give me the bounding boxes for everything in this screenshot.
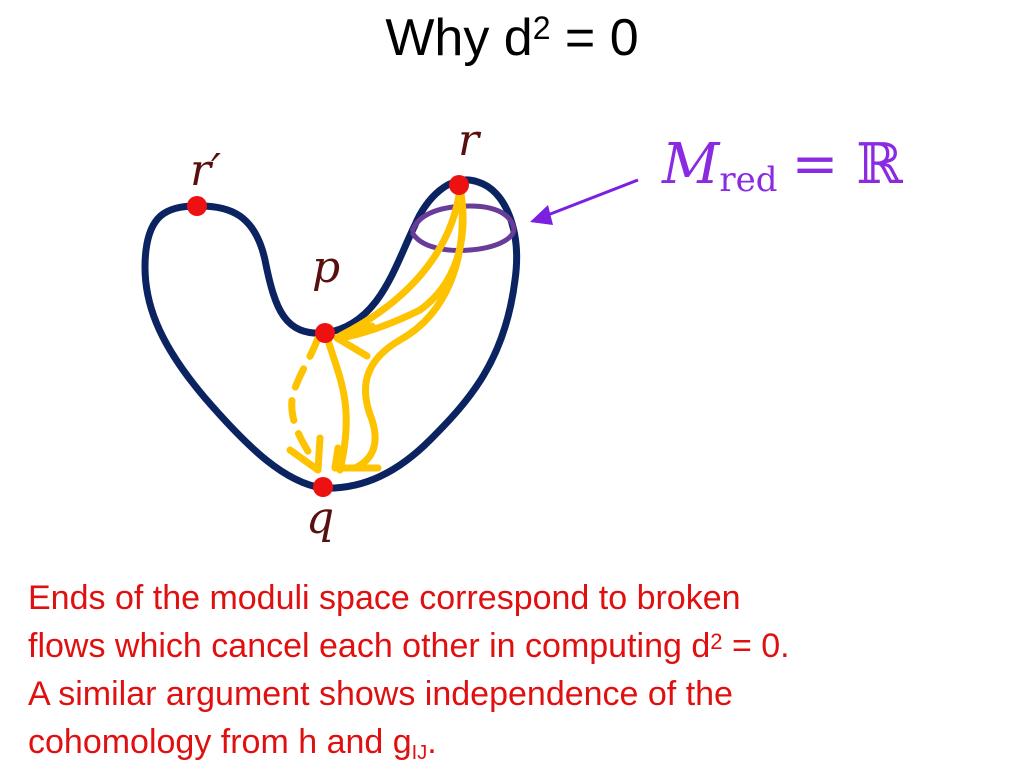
slide-title: Why d2 = 0 [0, 8, 1024, 68]
flow-r-to-p-inner [336, 184, 464, 340]
caption-line-3: A similar argument shows independence of… [28, 675, 733, 713]
point-p [315, 323, 335, 343]
flow-p-to-q [324, 336, 350, 474]
moduli-label: Mred = ℝ [661, 132, 904, 200]
moduli-rhs: = ℝ [791, 132, 904, 197]
flow-r-to-q [351, 184, 466, 472]
moduli-ellipse-back [409, 203, 517, 233]
title-superscript: 2 [532, 10, 551, 46]
caption-line-1: Ends of the moduli space correspond to b… [28, 579, 741, 617]
caption-line-4: cohomology from h and gIJ. [28, 718, 1018, 771]
moduli-pointer-line [539, 178, 639, 220]
point-r [449, 175, 469, 195]
caption-line-4-sub: IJ [411, 742, 428, 764]
moduli-symbol: M [661, 132, 721, 197]
caption: Ends of the moduli space correspond to b… [28, 574, 1018, 771]
manifold-curve [141, 176, 521, 492]
label-r-prime: r′ [190, 145, 221, 196]
flow-p-to-q-dashed [288, 334, 322, 466]
arrowhead-at-p [333, 322, 376, 360]
label-p: p [312, 242, 340, 293]
arrowhead-dashed-at-q [286, 434, 324, 474]
caption-line-4-suffix: . [427, 723, 437, 761]
caption-line-2-sup: 2 [710, 629, 723, 654]
caption-line-2: flows which cancel each other in computi… [28, 622, 1018, 670]
point-q [313, 477, 333, 497]
caption-line-2-prefix: flows which cancel each other in computi… [28, 627, 711, 665]
title-suffix: = 0 [550, 9, 639, 67]
point-r-prime [187, 196, 207, 216]
caption-line-4-prefix: cohomology from h and g [28, 723, 412, 761]
caption-line-2-suffix: = 0. [722, 627, 790, 665]
moduli-pointer-head [530, 205, 553, 225]
arrowhead-at-q-right [331, 444, 382, 472]
label-q: q [306, 493, 334, 544]
moduli-subscript: red [719, 160, 777, 200]
label-r: r [458, 115, 482, 166]
morse-flow-diagram: r′ r p q Mred = ℝ [141, 115, 904, 544]
moduli-ellipse-front [409, 229, 517, 253]
title-prefix: Why d [385, 9, 533, 67]
